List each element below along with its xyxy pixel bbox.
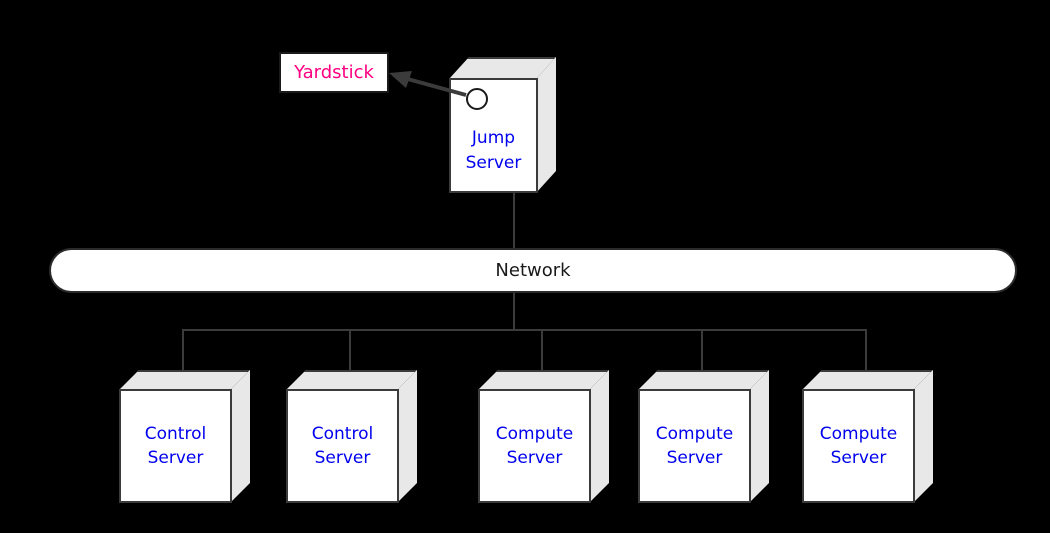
server-4-cube-top (802, 370, 933, 390)
node-yardstick[interactable]: Yardstick (279, 52, 389, 93)
edge-bus-to-server-0 (182, 329, 184, 372)
node-server-0[interactable]: Control Server (119, 370, 250, 503)
edge-bus-to-server-2 (541, 329, 543, 372)
edge-bus-to-server-3 (701, 329, 703, 372)
node-jump-server[interactable]: Jump Server (449, 57, 576, 193)
node-server-3-label: Compute Server (655, 423, 734, 468)
server-3-cube-top (638, 370, 769, 390)
server-2-cube-side (589, 370, 609, 503)
server-2-cube-front: Compute Server (478, 389, 591, 503)
server-2-cube-top (478, 370, 609, 390)
node-server-3[interactable]: Compute Server (638, 370, 769, 503)
node-network-label: Network (495, 260, 571, 281)
server-4-cube-side (913, 370, 933, 503)
node-server-4-label: Compute Server (819, 423, 898, 468)
jump-server-cube-side (536, 57, 556, 193)
jump-server-cube-front: Jump Server (449, 78, 538, 193)
node-server-2[interactable]: Compute Server (478, 370, 609, 503)
node-server-0-label: Control Server (144, 423, 207, 468)
node-yardstick-label: Yardstick (294, 62, 374, 83)
edge-network-to-bus (513, 293, 515, 330)
lollipop-interface-icon (466, 88, 488, 110)
node-server-1-label: Control Server (311, 423, 374, 468)
server-1-cube-top (286, 370, 417, 390)
node-server-4[interactable]: Compute Server (802, 370, 933, 503)
edge-bus-to-server-1 (349, 329, 351, 372)
server-1-cube-front: Control Server (286, 389, 399, 503)
edge-bus-to-server-4 (865, 329, 867, 372)
server-0-cube-top (119, 370, 250, 390)
server-3-cube-front: Compute Server (638, 389, 751, 503)
jump-server-cube-top (449, 57, 556, 79)
node-network[interactable]: Network (49, 248, 1017, 293)
server-0-cube-front: Control Server (119, 389, 232, 503)
node-jump-server-label: Jump Server (465, 128, 522, 173)
server-0-cube-side (230, 370, 250, 503)
edge-jump-server-to-network (513, 192, 515, 250)
server-4-cube-front: Compute Server (802, 389, 915, 503)
node-server-2-label: Compute Server (495, 423, 574, 468)
server-1-cube-side (397, 370, 417, 503)
node-server-1[interactable]: Control Server (286, 370, 417, 503)
edge-distribution-bus (183, 329, 867, 331)
server-3-cube-side (749, 370, 769, 503)
